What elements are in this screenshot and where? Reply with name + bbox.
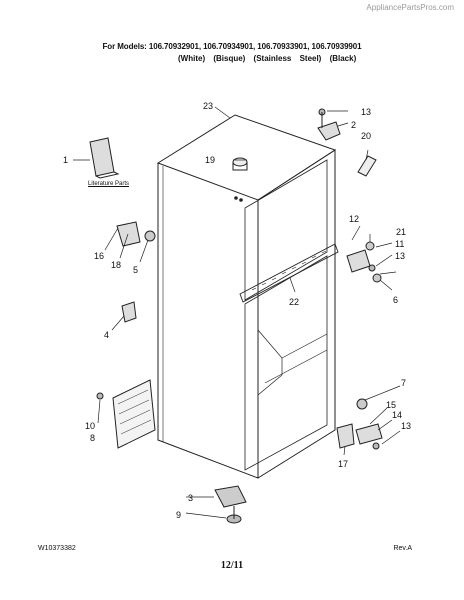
fresh-food-opening [244, 255, 328, 471]
bottom-hinge [336, 398, 383, 450]
cabinet-left-side [157, 163, 259, 479]
callout-11: 11 [395, 239, 404, 249]
callout-2: 2 [351, 120, 356, 130]
watermark: AppliancePartsPros.com [366, 3, 454, 12]
leveling-leg [226, 506, 242, 524]
hinge-cap [357, 155, 377, 177]
callout-21: 21 [396, 227, 406, 237]
callout-14: 14 [392, 410, 402, 420]
callout-13-top: 13 [361, 107, 371, 117]
callout-1: 1 [63, 155, 68, 165]
callout-15: 15 [386, 400, 396, 410]
callout-8: 8 [90, 433, 95, 443]
refrigerator-cabinet [156, 114, 337, 479]
models-heading: For Models: 106.70932901, 106.70934901, … [102, 42, 362, 51]
callout-13-middle: 13 [395, 251, 405, 261]
callout-4: 4 [104, 330, 109, 340]
freezer-opening [244, 159, 328, 301]
inner-liner-line [264, 349, 328, 384]
screw-hole [234, 196, 238, 200]
callout-20: 20 [361, 131, 371, 141]
callout-22: 22 [289, 297, 299, 307]
literature-parts-label: Literature Parts [88, 181, 130, 187]
callout-labels: 1 2 3 4 5 6 7 8 9 10 11 12 13 13 13 14 1… [63, 101, 411, 520]
top-hinge [317, 108, 341, 141]
page-number: 12/11 [220, 560, 244, 571]
literature-booklet [89, 137, 120, 179]
rear-access-panel [96, 379, 156, 449]
callout-3: 3 [188, 493, 193, 503]
roller-assembly [214, 485, 247, 508]
callout-19: 19 [205, 155, 215, 165]
revision-label: Rev.A [393, 545, 412, 552]
callout-9: 9 [176, 510, 181, 520]
screw-hole [239, 198, 243, 202]
callout-17: 17 [338, 459, 348, 469]
colors-heading: (White) (Bisque) (Stainless Steel) (Blac… [178, 54, 357, 63]
callout-5: 5 [133, 265, 138, 275]
divider-rail [239, 243, 339, 303]
clip-bracket [121, 301, 137, 323]
callout-13-bottom: 13 [401, 421, 411, 431]
inner-liner-line-upper [281, 333, 328, 359]
center-hinge [346, 241, 382, 283]
callout-10: 10 [85, 421, 95, 431]
inner-liner-step [257, 329, 283, 396]
callout-12: 12 [349, 214, 359, 224]
cabinet-top [156, 114, 337, 201]
door-stop-assembly [116, 221, 156, 247]
callout-6: 6 [393, 295, 398, 305]
callout-7: 7 [401, 378, 406, 388]
callout-16: 16 [94, 251, 104, 261]
document-number: W10373382 [38, 545, 76, 552]
callout-18: 18 [111, 260, 121, 270]
leader-lines [73, 106, 401, 519]
callout-23: 23 [203, 101, 213, 111]
cabinet-front-frame [257, 149, 336, 479]
